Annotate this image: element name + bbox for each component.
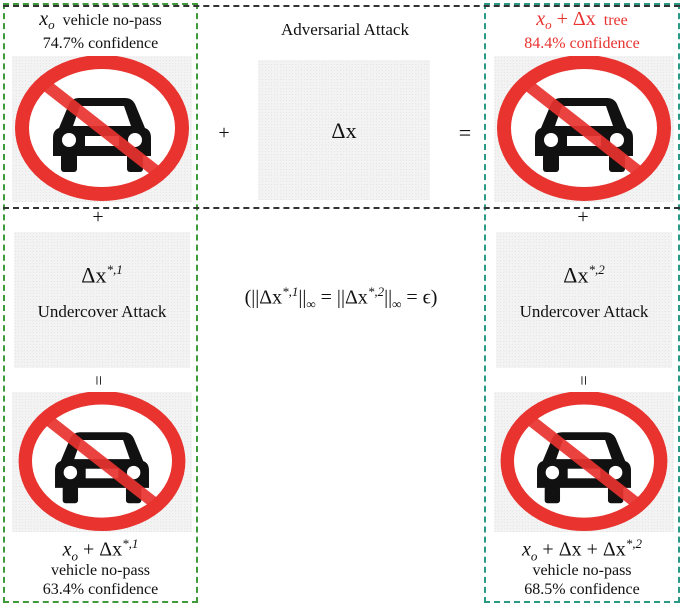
perturbation-image	[258, 60, 430, 200]
undercover-left-image	[14, 232, 190, 368]
no-pass-sign-icon	[494, 392, 674, 532]
left-bottom-expression: xo + Δx*,1	[62, 536, 139, 564]
plus-left-connector: +	[92, 206, 104, 228]
top-row-frame-top	[3, 5, 680, 7]
equals-sign: =	[458, 120, 472, 145]
undercover-right-image	[496, 232, 672, 368]
equals-right-connector: =	[573, 375, 594, 386]
undercover-right-delta: Δx*,2	[563, 262, 605, 288]
right-bottom-expression: xo + Δx + Δx*,2	[522, 536, 642, 564]
left-top-title: xo vehicle no-pass	[39, 8, 162, 33]
left-bottom-confidence: 63.4% confidence	[42, 581, 159, 598]
top-row-frame-bottom	[3, 207, 680, 209]
no-pass-sign-icon	[494, 56, 674, 202]
delta-x-label: Δx	[331, 118, 357, 143]
left-top-confidence: 74.7% confidence	[42, 35, 159, 52]
undercover-right-title: Undercover Attack	[519, 302, 649, 321]
right-column-frame	[484, 3, 680, 603]
right-top-confidence: 84.4% confidence	[524, 35, 640, 52]
left-column-frame	[3, 3, 198, 603]
undercover-left-delta: Δx*,1	[81, 262, 123, 288]
undercover-left-title: Undercover Attack	[37, 302, 167, 321]
left-bottom-label: vehicle no-pass	[50, 562, 151, 579]
plus-sign: +	[218, 122, 230, 144]
no-pass-sign-icon	[12, 392, 192, 532]
right-top-title: xo + Δx tree	[536, 8, 628, 33]
right-bottom-confidence: 68.5% confidence	[524, 581, 640, 598]
no-pass-sign-icon	[12, 56, 192, 202]
plus-right-connector: +	[577, 206, 589, 228]
adversarial-attack-title: Adversarial Attack	[281, 20, 409, 39]
right-bottom-label: vehicle no-pass	[532, 562, 632, 579]
norm-constraint-equation: (||Δx*,1||∞ = ||Δx*,2||∞ = ϵ)	[244, 284, 438, 312]
equals-left-connector: =	[88, 375, 109, 386]
